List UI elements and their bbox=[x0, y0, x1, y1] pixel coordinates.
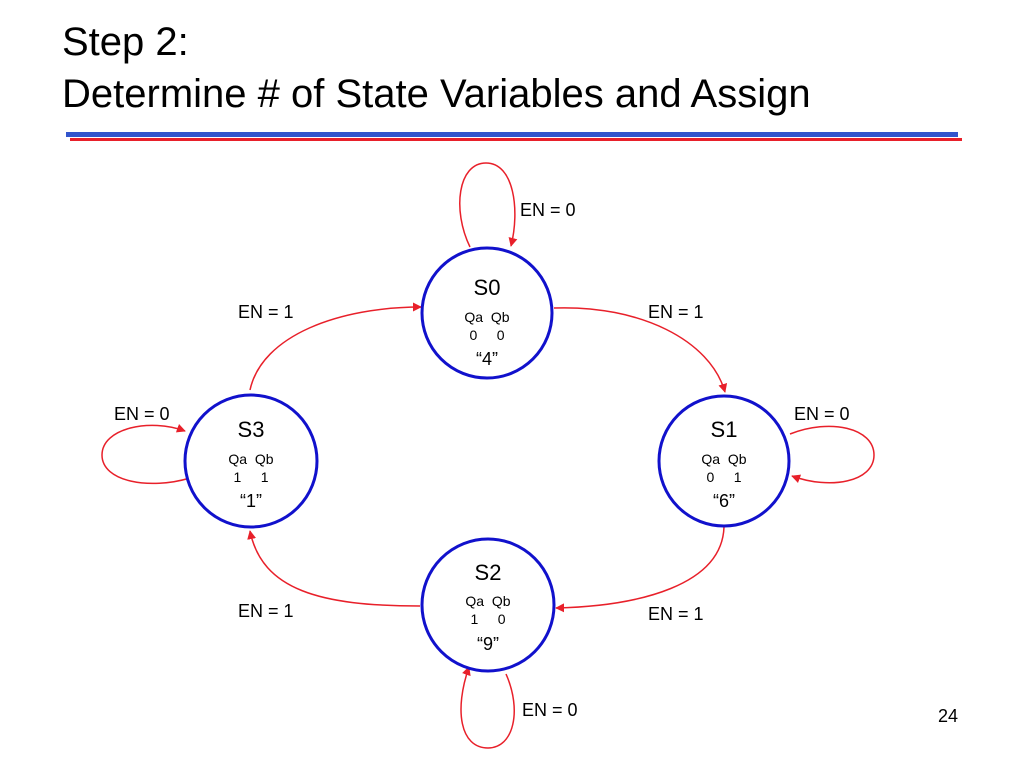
state-value: “4” bbox=[476, 349, 498, 369]
transition-s2-to-s3 bbox=[247, 530, 421, 607]
state-value: “9” bbox=[477, 634, 499, 654]
label-s0-self: EN = 0 bbox=[520, 200, 576, 220]
label-s0-to-s1: EN = 1 bbox=[648, 302, 704, 322]
state-bits-header: Qa Qb bbox=[701, 451, 746, 467]
title-rule-blue bbox=[66, 132, 958, 137]
state-bits: 0 1 bbox=[706, 469, 741, 485]
label-s3-to-s0: EN = 1 bbox=[238, 302, 294, 322]
state-bits: 1 1 bbox=[233, 469, 268, 485]
title-line-2: Determine # of State Variables and Assig… bbox=[62, 72, 811, 116]
state-bits: 0 0 bbox=[469, 327, 504, 343]
page-number: 24 bbox=[938, 706, 959, 726]
label-s2-self: EN = 0 bbox=[522, 700, 578, 720]
state-circle bbox=[420, 246, 554, 380]
state-bits-header: Qa Qb bbox=[464, 309, 509, 325]
transition-s1-to-s2 bbox=[555, 526, 725, 613]
title-rule-red bbox=[70, 138, 962, 141]
self-loop-s0 bbox=[459, 162, 518, 248]
state-value: “6” bbox=[713, 491, 735, 511]
state-value: “1” bbox=[240, 491, 262, 511]
state-circle bbox=[183, 393, 319, 529]
state-bits: 1 0 bbox=[470, 611, 505, 627]
transition-s3-to-s0 bbox=[249, 302, 422, 391]
state-s3: S3 Qa Qb 1 1 “1” bbox=[183, 393, 319, 529]
state-name: S0 bbox=[474, 275, 501, 300]
title-line-1: Step 2: bbox=[62, 20, 189, 64]
label-s3-self: EN = 0 bbox=[114, 404, 170, 424]
state-s2: S2 Qa Qb 1 0 “9” bbox=[420, 537, 556, 673]
transition-s0-to-s1 bbox=[553, 307, 728, 393]
state-name: S3 bbox=[238, 417, 265, 442]
state-s1: S1 Qa Qb 0 1 “6” bbox=[657, 394, 791, 528]
self-loop-s3 bbox=[101, 423, 191, 485]
state-circle bbox=[657, 394, 791, 528]
state-bits-header: Qa Qb bbox=[465, 593, 510, 609]
state-circle bbox=[420, 537, 556, 673]
self-loop-s1 bbox=[789, 425, 875, 484]
label-s1-to-s2: EN = 1 bbox=[648, 604, 704, 624]
state-bits-header: Qa Qb bbox=[228, 451, 273, 467]
label-s2-to-s3: EN = 1 bbox=[238, 601, 294, 621]
state-s0: S0 Qa Qb 0 0 “4” bbox=[420, 246, 554, 380]
slide-title: Step 2: Determine # of State Variables a… bbox=[62, 16, 811, 120]
state-name: S2 bbox=[475, 560, 502, 585]
label-s1-self: EN = 0 bbox=[794, 404, 850, 424]
self-loop-s2 bbox=[460, 666, 515, 749]
state-name: S1 bbox=[711, 417, 738, 442]
